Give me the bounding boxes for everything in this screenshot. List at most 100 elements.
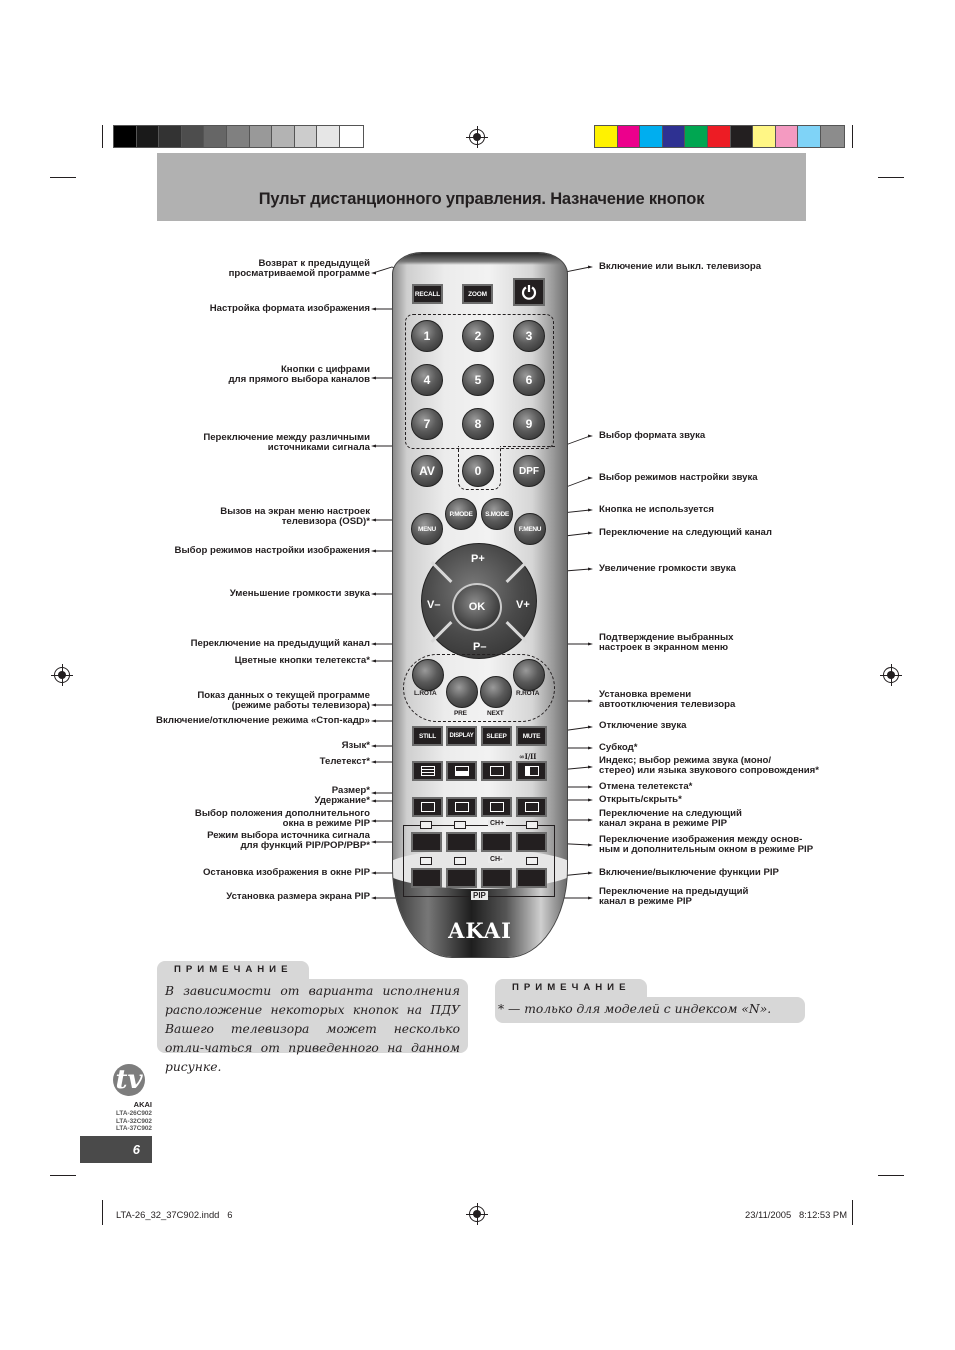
cancel-teletext-button[interactable]: [481, 797, 512, 817]
label-volume-down: Уменьшение громкости звука: [229, 588, 370, 599]
teletext-button[interactable]: [412, 761, 443, 781]
zoom-button[interactable]: ZOOM: [462, 284, 493, 304]
pip-source-icon: [454, 821, 466, 829]
l-rota-label: L.ROTA: [414, 690, 437, 697]
label-menu: Вызов на экран меню настроек телевизора …: [220, 506, 370, 527]
digit-3-button[interactable]: 3: [513, 320, 545, 352]
label-reveal: Открыть/скрыть*: [599, 794, 682, 805]
label-pip-source: Режим выбора источника сигнала для функц…: [207, 830, 370, 851]
digit-9-button[interactable]: 9: [513, 408, 545, 440]
swatch: [339, 126, 363, 147]
label-size: Размер*: [331, 785, 370, 796]
trim-mark: [852, 1200, 853, 1225]
ch-plus-label: CH+: [488, 820, 507, 827]
volume-up-button[interactable]: V+: [516, 599, 530, 611]
digit-1-button[interactable]: 1: [411, 320, 443, 352]
display-button[interactable]: DISPLAY: [446, 726, 477, 746]
label-pip-swap: Переключение изображения между основ- ны…: [599, 834, 814, 855]
swatch: [753, 126, 776, 147]
digit-7-button[interactable]: 7: [411, 408, 443, 440]
menu-button[interactable]: MENU: [411, 513, 443, 545]
swatch: [181, 126, 205, 147]
dpf-button[interactable]: DPF: [513, 455, 545, 487]
pip-freeze-button[interactable]: [411, 868, 442, 888]
swatch: [226, 126, 250, 147]
reveal-button[interactable]: [516, 797, 547, 817]
index-button[interactable]: [516, 761, 547, 781]
label-display: Показ данных о текущей программе (режиме…: [197, 690, 370, 711]
pip-position-button[interactable]: [411, 832, 442, 852]
label-dpf: Выбор формата звука: [599, 430, 706, 441]
swatch: [730, 126, 754, 147]
size-button[interactable]: [412, 797, 443, 817]
page-number: 6: [80, 1136, 152, 1163]
recall-button[interactable]: RECALL: [412, 284, 443, 304]
label-teletext: Телетекст*: [319, 756, 370, 767]
registration-mark-icon: [466, 126, 488, 148]
label-still: Включение/отключение режима «Стоп-кадр»: [156, 715, 370, 726]
label-pip-position: Выбор положения дополнительного окна в р…: [194, 808, 370, 829]
s-mode-button[interactable]: S.MODE: [481, 498, 513, 530]
p-mode-button[interactable]: P.MODE: [445, 498, 477, 530]
label-color-buttons: Цветные кнопки телетекста*: [234, 655, 370, 666]
header-band: Пульт дистанционного управления. Назначе…: [157, 153, 806, 221]
zero-group-outline: [458, 446, 501, 490]
pip-position-icon: [420, 821, 432, 829]
model: LTA-37C902: [116, 1125, 152, 1132]
pip-size-icon: [454, 857, 466, 865]
language-button[interactable]: [446, 761, 477, 781]
l-rota-button[interactable]: [412, 659, 444, 691]
hold-button[interactable]: [446, 797, 477, 817]
cancel-icon: [489, 802, 504, 812]
pip-ch-minus-button[interactable]: [481, 868, 512, 888]
digit-6-button[interactable]: 6: [513, 364, 545, 396]
r-rota-button[interactable]: [513, 659, 545, 691]
channel-up-button[interactable]: P+: [471, 553, 485, 565]
label-pip-ch-plus: Переключение на следующий канал экрана в…: [599, 808, 742, 829]
swatch: [249, 126, 273, 147]
next-button[interactable]: [480, 676, 512, 708]
power-button[interactable]: [513, 278, 545, 306]
pip-toggle-icon: [526, 857, 538, 865]
digit-0-button[interactable]: 0: [462, 455, 494, 487]
ok-button[interactable]: OK: [452, 583, 502, 631]
volume-down-button[interactable]: V–: [427, 599, 441, 611]
pip-size-button[interactable]: [446, 868, 477, 888]
label-digits: Кнопки с цифрами для прямого выбора кана…: [228, 364, 370, 385]
swatch: [617, 126, 641, 147]
digit-5-button[interactable]: 5: [462, 364, 494, 396]
sleep-button[interactable]: SLEEP: [481, 726, 512, 746]
trim-mark: [852, 125, 853, 148]
label-volume-up: Увеличение громкости звука: [599, 563, 736, 574]
note-1-text: В зависимости от варианта исполнения рас…: [157, 979, 468, 1074]
swatch: [136, 126, 160, 147]
label-power: Включение или выкл. телевизора: [599, 261, 762, 272]
digit-group-outline: [405, 314, 554, 449]
label-sleep: Установка времени автоотключения телевиз…: [599, 689, 736, 710]
still-button[interactable]: STILL: [412, 726, 443, 746]
model: LTA-26C902: [116, 1110, 152, 1117]
digit-8-button[interactable]: 8: [462, 408, 494, 440]
f-menu-button[interactable]: F.MENU: [514, 513, 546, 545]
label-index: Индекс; выбор режима звука (моно/ стерео…: [599, 755, 819, 776]
page-title: Пульт дистанционного управления. Назначе…: [258, 190, 705, 208]
pip-source-button[interactable]: [446, 832, 477, 852]
av-button[interactable]: AV: [411, 455, 443, 487]
pip-toggle-button[interactable]: [516, 868, 547, 888]
ch-minus-label: CH-: [488, 856, 505, 863]
tv-logo-icon: tv: [113, 1064, 145, 1096]
model: LTA-32C902: [116, 1117, 152, 1125]
subcode-button[interactable]: [481, 761, 512, 781]
label-p-mode: Выбор режимов настройки изображения: [174, 545, 370, 556]
language-icon: [454, 766, 469, 776]
digit-4-button[interactable]: 4: [411, 364, 443, 396]
trim-mark: [878, 1175, 904, 1176]
pip-swap-button[interactable]: [516, 832, 547, 852]
pip-ch-plus-button[interactable]: [481, 832, 512, 852]
channel-down-button[interactable]: P–: [473, 641, 487, 653]
label-recall: Возврат к предыдущей просматриваемой про…: [228, 258, 370, 279]
digit-2-button[interactable]: 2: [462, 320, 494, 352]
label-mute: Отключение звука: [599, 720, 687, 731]
mute-button[interactable]: MUTE: [516, 726, 547, 746]
pre-button[interactable]: [446, 676, 478, 708]
